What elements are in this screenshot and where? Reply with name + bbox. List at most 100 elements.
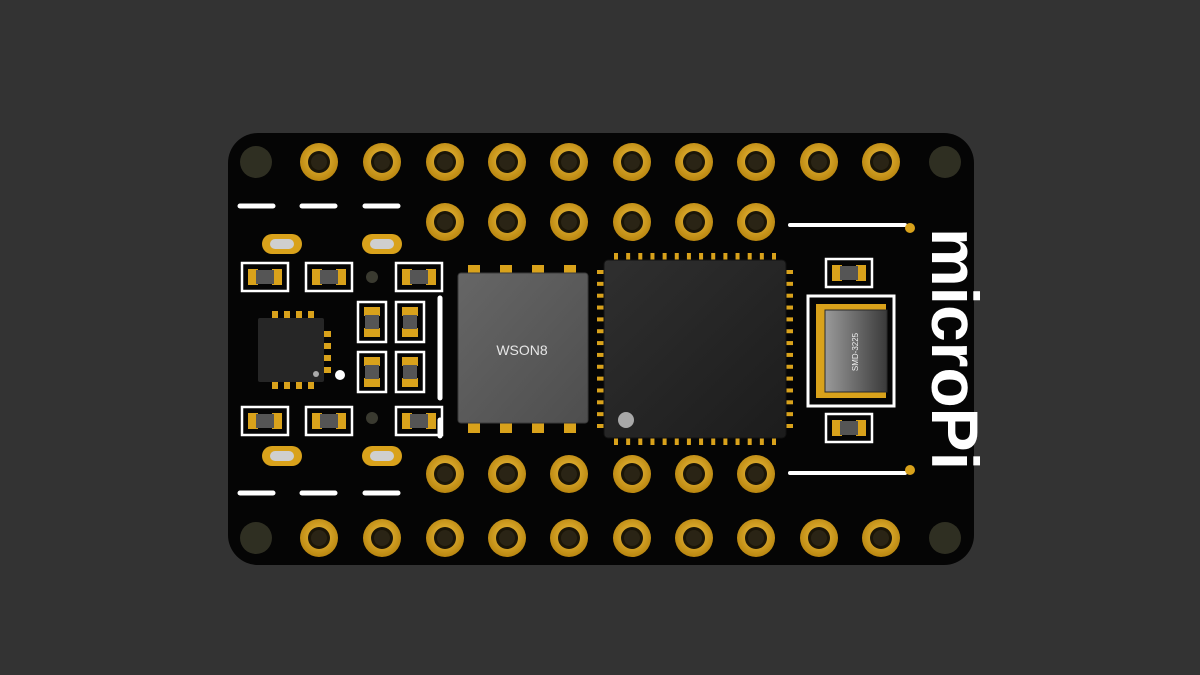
chip-pin [597, 412, 605, 417]
chip-pin [324, 331, 331, 337]
chip-pin [759, 437, 764, 445]
chip-pin [785, 352, 793, 357]
header-pin [675, 455, 713, 493]
chip-pin [686, 437, 691, 445]
chip-pin [785, 412, 793, 417]
header-pin [613, 203, 651, 241]
chip-pin [324, 343, 331, 349]
chip-pin [650, 253, 655, 261]
chip-pin [785, 270, 793, 274]
mounting-holes [240, 146, 961, 554]
header-pin [737, 203, 775, 241]
passive-part [824, 412, 874, 444]
chip-pin [597, 293, 605, 298]
header-pin [613, 519, 651, 557]
inductor: SMD-3225 [806, 294, 896, 408]
chip-pin [272, 311, 278, 318]
passive-part [394, 261, 444, 293]
header-pin [613, 143, 651, 181]
header-pin [550, 143, 588, 181]
chip-pin [686, 253, 691, 261]
header-pin [426, 203, 464, 241]
chip-pin [785, 341, 793, 346]
passive-components [240, 257, 874, 444]
chip-pin [324, 367, 331, 373]
chip-pin [759, 253, 764, 261]
header-pin [613, 455, 651, 493]
inductor-label: SMD-3225 [851, 332, 860, 371]
header-pin [862, 143, 900, 181]
header-pin [300, 519, 338, 557]
chip-pin [785, 293, 793, 298]
header-pin [737, 455, 775, 493]
chip-pin [699, 437, 704, 445]
passive-part [240, 261, 290, 293]
chip-pin [785, 305, 793, 310]
chip-pin [500, 421, 512, 433]
header-pin [426, 455, 464, 493]
passive-part [356, 350, 388, 394]
pin1-dot [618, 412, 634, 428]
chip-pin [468, 421, 480, 433]
chip-pin [597, 388, 605, 393]
header-pins [300, 143, 900, 557]
chip-pin [747, 253, 752, 261]
chip-pin [650, 437, 655, 445]
chip-pin [597, 364, 605, 369]
chip-pin [272, 382, 278, 389]
silkscreen-marks [237, 203, 443, 496]
chip-pin [772, 253, 776, 261]
chip-pin [772, 437, 776, 445]
chip-pin [324, 355, 331, 361]
flash-chip: WSON8 [457, 265, 589, 433]
passive-part [356, 300, 388, 344]
chip-pin [735, 437, 740, 445]
header-pin [800, 143, 838, 181]
chip-pin [785, 424, 793, 428]
passive-part [304, 261, 354, 293]
chip-pin [785, 388, 793, 393]
chip-pin [638, 437, 643, 445]
chip-pin [785, 329, 793, 334]
passive-part [394, 300, 426, 344]
chip-pin [785, 364, 793, 369]
chip-pin [597, 376, 605, 381]
header-pin [426, 143, 464, 181]
chip-pin [711, 437, 716, 445]
chip-pin [785, 400, 793, 405]
header-pin [363, 143, 401, 181]
header-pin [675, 143, 713, 181]
header-pin [300, 143, 338, 181]
chip-pin [597, 424, 605, 428]
chip-pin [699, 253, 704, 261]
chip-pin [532, 265, 544, 275]
brand-logo: microPi [918, 228, 992, 470]
chip-pin [597, 352, 605, 357]
header-pin [363, 519, 401, 557]
chip-pin [308, 311, 314, 318]
header-pin [675, 203, 713, 241]
header-pin [488, 519, 526, 557]
chip-pin [597, 305, 605, 310]
header-pin [488, 143, 526, 181]
header-pin [550, 519, 588, 557]
vias [366, 271, 378, 424]
header-pin [737, 143, 775, 181]
chip-pin [674, 253, 679, 261]
flash-chip-label: WSON8 [496, 342, 548, 358]
chip-pin [597, 341, 605, 346]
chip-pin [785, 281, 793, 286]
chip-pin [614, 437, 618, 445]
chip-pin [638, 253, 643, 261]
chip-pin [723, 437, 728, 445]
header-pin [550, 455, 588, 493]
chip-pin [296, 311, 302, 318]
passive-part [394, 350, 426, 394]
chip-pin [711, 253, 716, 261]
mcu-chip [597, 253, 793, 445]
header-pin [488, 455, 526, 493]
chip-pin [723, 253, 728, 261]
chip-pin [564, 421, 576, 433]
chip-pin [500, 265, 512, 275]
